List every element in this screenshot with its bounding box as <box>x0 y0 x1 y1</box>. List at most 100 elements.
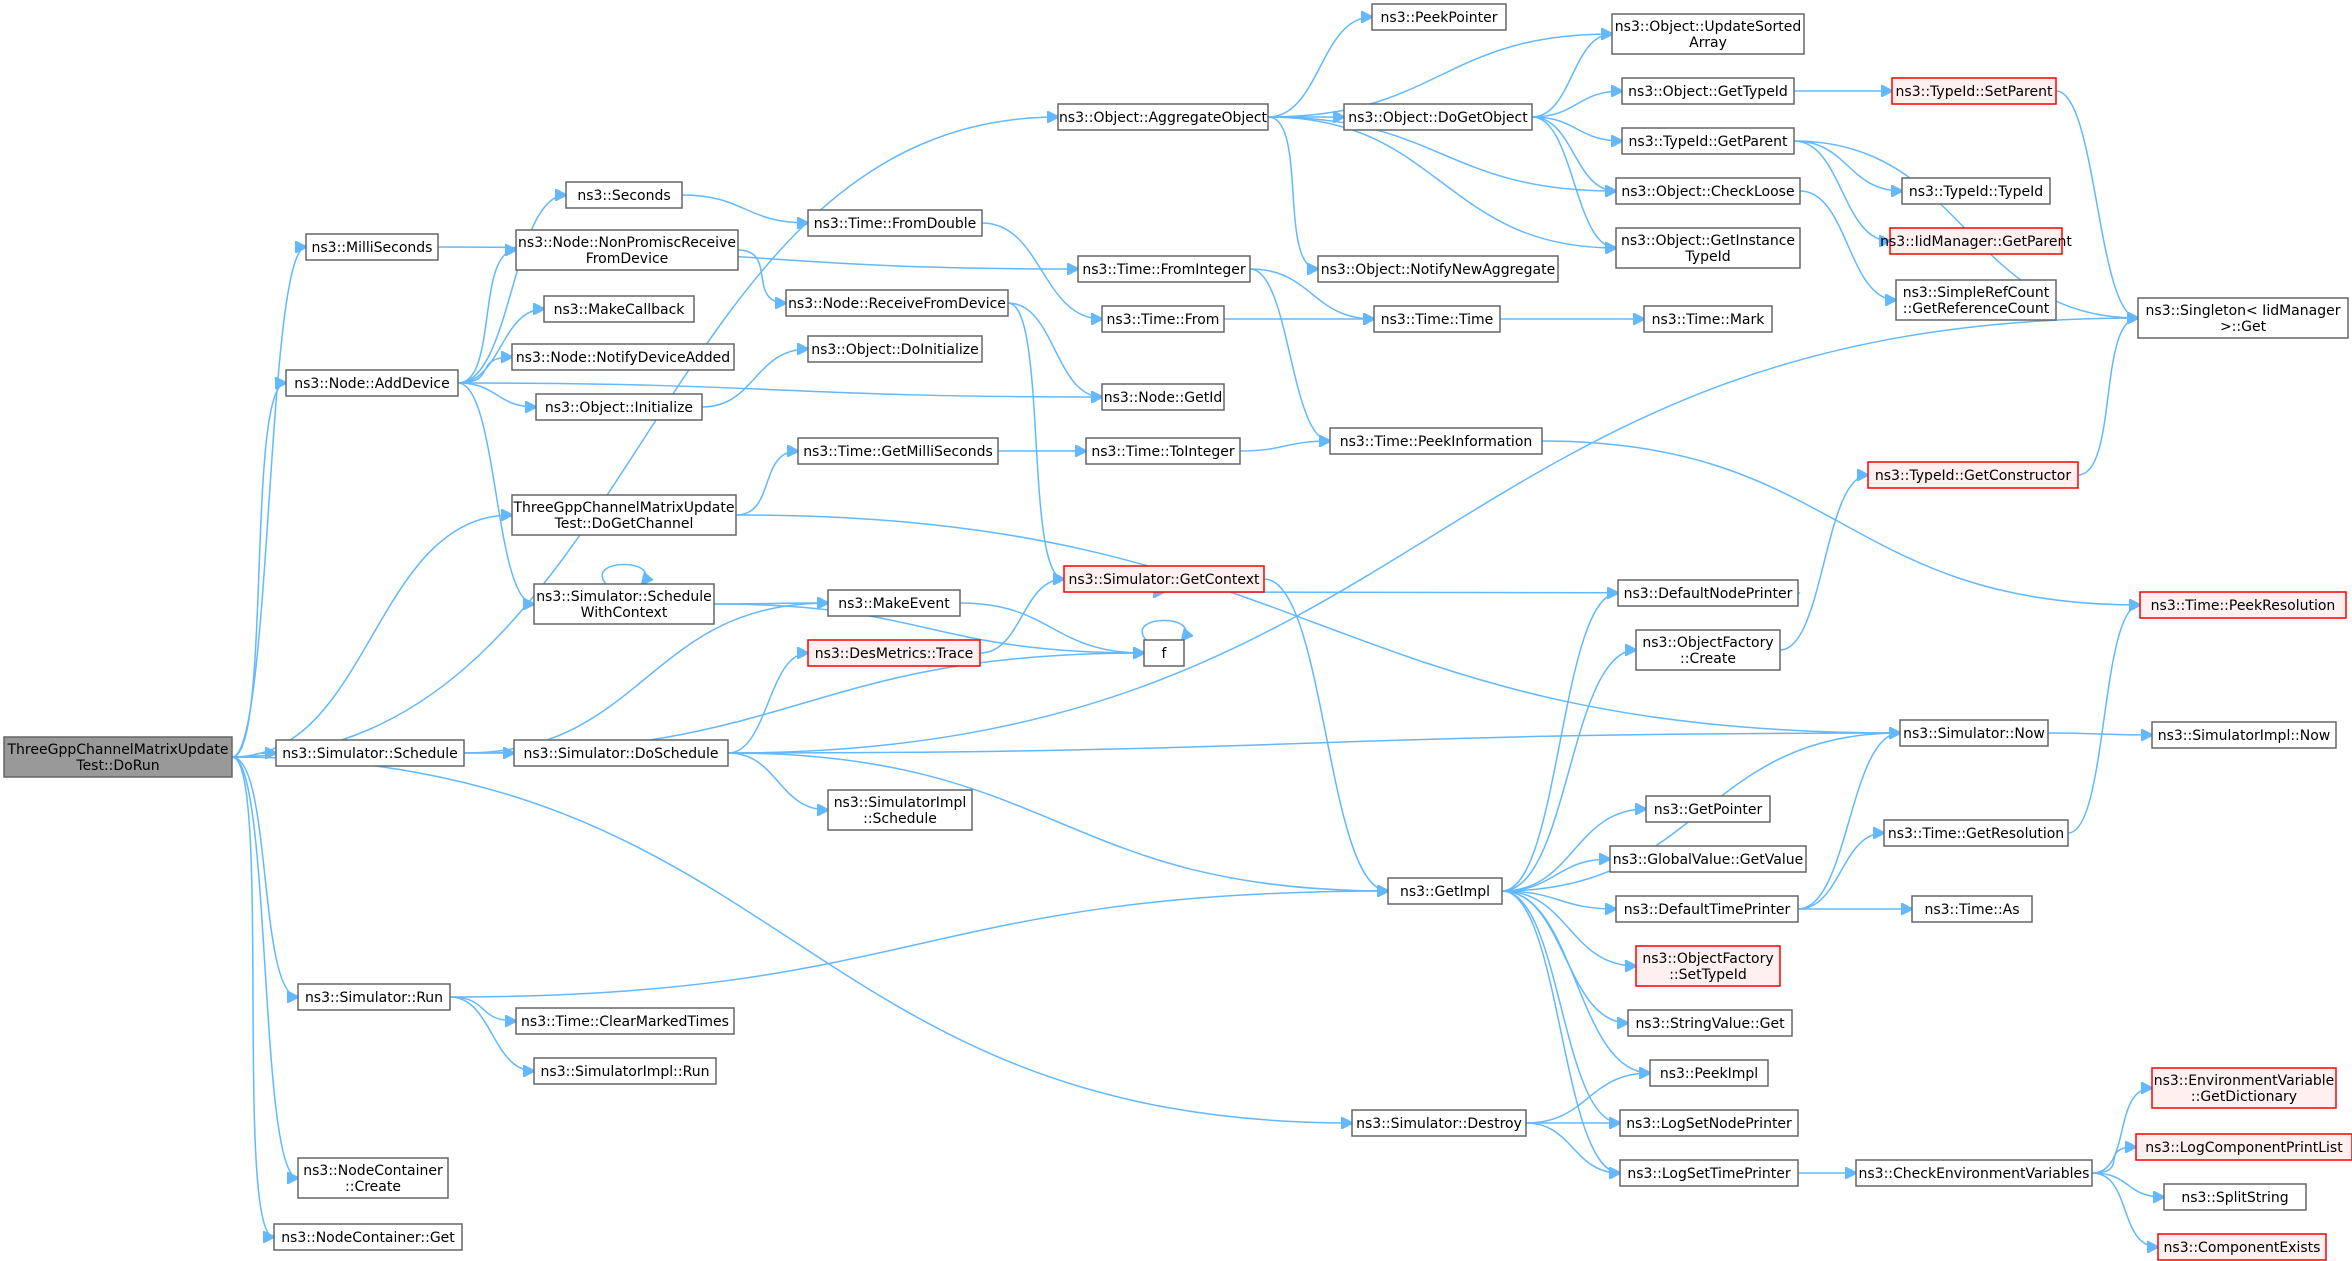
node-box <box>1371 3 1507 31</box>
node-label: ns3::DefaultNodePrinter <box>1624 586 1793 602</box>
node-simpleRef[interactable]: ns3::SimpleRefCount::GetReferenceCount <box>1895 279 2057 321</box>
node-peekInfo[interactable]: ns3::Time::PeekInformation <box>1329 427 1543 455</box>
node-label: f <box>1162 646 1168 662</box>
node-box <box>797 437 999 465</box>
node-notifyNewAgg[interactable]: ns3::Object::NotifyNewAggregate <box>1317 255 1559 283</box>
node-simImplSched[interactable]: ns3::SimulatorImpl::Schedule <box>827 789 973 831</box>
node-box <box>1627 1009 1793 1037</box>
node-fromInteger[interactable]: ns3::Time::FromInteger <box>1077 255 1251 283</box>
node-box <box>785 289 1009 317</box>
node-compExists[interactable]: ns3::ComponentExists <box>2157 1233 2327 1261</box>
node-typeIdGetCtor[interactable]: ns3::TypeId::GetConstructor <box>1867 461 2079 489</box>
node-timeGetRes[interactable]: ns3::Time::GetResolution <box>1883 819 2069 847</box>
edge-destroy-to-peekImpl <box>1525 1073 1650 1124</box>
node-checkEnv[interactable]: ns3::CheckEnvironmentVariables <box>1855 1159 2093 1187</box>
node-timeMark[interactable]: ns3::Time::Mark <box>1643 305 1773 333</box>
node-ncGet[interactable]: ns3::NodeContainer::Get <box>273 1223 463 1251</box>
node-peekRes[interactable]: ns3::Time::PeekResolution <box>2139 591 2347 619</box>
edge-aggregate-to-updateSorted <box>1267 34 1612 118</box>
node-timeFrom[interactable]: ns3::Time::From <box>1101 305 1225 333</box>
node-makeCallback[interactable]: ns3::MakeCallback <box>543 295 695 323</box>
edge-peekInfo-to-peekRes <box>1541 440 2140 605</box>
edge-simRun-to-clearMarked <box>449 996 516 1021</box>
node-label: ns3::Object::Initialize <box>545 400 693 416</box>
node-box <box>807 335 983 363</box>
node-label: ns3::Singleton< IidManager <box>2146 303 2341 319</box>
node-destroy[interactable]: ns3::Simulator::Destroy <box>1351 1109 1527 1137</box>
node-gvGetValue[interactable]: ns3::GlobalValue::GetValue <box>1609 845 1807 873</box>
node-peekPointer[interactable]: ns3::PeekPointer <box>1371 3 1507 31</box>
edge-addDevice-to-seconds <box>457 195 566 384</box>
node-getMilli[interactable]: ns3::Time::GetMilliSeconds <box>797 437 999 465</box>
edge-root-to-destroy <box>231 756 1352 1123</box>
node-getImpl[interactable]: ns3::GetImpl <box>1387 877 1503 905</box>
node-logCompPrint[interactable]: ns3::LogComponentPrintList <box>2135 1133 2352 1161</box>
node-box <box>285 369 459 397</box>
node-timeAs[interactable]: ns3::Time::As <box>1911 895 2033 923</box>
node-splitString[interactable]: ns3::SplitString <box>2163 1183 2307 1211</box>
node-addDevice[interactable]: ns3::Node::AddDevice <box>285 369 459 397</box>
node-defTimePrinter[interactable]: ns3::DefaultTimePrinter <box>1615 895 1799 923</box>
edge-destroy-to-logSetTime <box>1525 1122 1620 1173</box>
node-doSchedule[interactable]: ns3::Simulator::DoSchedule <box>513 739 729 767</box>
node-typeIdTypeId[interactable]: ns3::TypeId::TypeId <box>1901 177 2051 205</box>
node-toInteger[interactable]: ns3::Time::ToInteger <box>1085 437 1241 465</box>
node-checkLoose[interactable]: ns3::Object::CheckLoose <box>1615 177 1801 205</box>
node-doGetObject[interactable]: ns3::Object::DoGetObject <box>1343 103 1533 131</box>
node-doGetChannel[interactable]: ThreeGppChannelMatrixUpdateTest::DoGetCh… <box>511 494 737 536</box>
node-logSetNode[interactable]: ns3::LogSetNodePrinter <box>1619 1109 1799 1137</box>
node-doInit[interactable]: ns3::Object::DoInitialize <box>807 335 983 363</box>
node-typeIdGetParent[interactable]: ns3::TypeId::GetParent <box>1621 127 1795 155</box>
node-logSetTime[interactable]: ns3::LogSetTimePrinter <box>1619 1159 1799 1187</box>
edge-doGetObject-to-getInstanceTid <box>1531 116 1616 248</box>
node-receiveFrom[interactable]: ns3::Node::ReceiveFromDevice <box>785 289 1009 317</box>
node-simRun[interactable]: ns3::Simulator::Run <box>297 983 451 1011</box>
node-label: ns3::Time::Mark <box>1652 312 1766 328</box>
node-envGetDict[interactable]: ns3::EnvironmentVariable::GetDictionary <box>2151 1067 2337 1109</box>
node-notifyDevice[interactable]: ns3::Node::NotifyDeviceAdded <box>511 343 735 371</box>
node-box <box>2151 1067 2337 1109</box>
node-nodeGetId[interactable]: ns3::Node::GetId <box>1101 383 1225 411</box>
node-strValGet[interactable]: ns3::StringValue::Get <box>1627 1009 1793 1037</box>
node-f[interactable]: f <box>1143 639 1185 667</box>
node-defNodePrinter[interactable]: ns3::DefaultNodePrinter <box>1617 579 1799 607</box>
node-box <box>827 589 961 617</box>
node-fromDouble[interactable]: ns3::Time::FromDouble <box>807 209 983 237</box>
node-simImplNow[interactable]: ns3::SimulatorImpl::Now <box>2151 721 2337 749</box>
node-simNow[interactable]: ns3::Simulator::Now <box>1899 719 2049 747</box>
node-desTrace[interactable]: ns3::DesMetrics::Trace <box>807 639 981 667</box>
node-objFactCreate[interactable]: ns3::ObjectFactory::Create <box>1635 629 1781 671</box>
node-box <box>1883 819 2069 847</box>
node-objFactSetTid[interactable]: ns3::ObjectFactory::SetTypeId <box>1635 945 1781 987</box>
node-peekImpl[interactable]: ns3::PeekImpl <box>1649 1059 1769 1087</box>
node-label: FromDevice <box>586 251 669 267</box>
edge-defTimePrinter-to-timeGetRes <box>1797 833 1884 910</box>
node-seconds[interactable]: ns3::Seconds <box>565 181 683 209</box>
node-singletonGet[interactable]: ns3::Singleton< IidManager >::Get <box>2137 297 2349 339</box>
node-getContext[interactable]: ns3::Simulator::GetContext <box>1063 565 1265 593</box>
node-clearMarked[interactable]: ns3::Time::ClearMarkedTimes <box>515 1007 735 1035</box>
node-iidGetParent[interactable]: ns3::IidManager::GetParent <box>1880 227 2072 255</box>
node-simImplRun[interactable]: ns3::SimulatorImpl::Run <box>533 1057 717 1085</box>
nodes-layer: ThreeGppChannelMatrixUpdateTest::DoRunns… <box>3 3 2352 1261</box>
node-label: WithContext <box>581 605 668 621</box>
edge-addDevice-to-objInit <box>457 382 536 407</box>
node-simSchedule[interactable]: ns3::Simulator::Schedule <box>275 739 465 767</box>
node-timeTime[interactable]: ns3::Time::Time <box>1373 305 1501 333</box>
node-objGetTypeId[interactable]: ns3::Object::GetTypeId <box>1621 77 1795 105</box>
node-getPointer[interactable]: ns3::GetPointer <box>1645 795 1771 823</box>
node-label: ns3::GlobalValue::GetValue <box>1613 852 1803 868</box>
node-label: ns3::ComponentExists <box>2164 1240 2321 1256</box>
node-makeEvent[interactable]: ns3::MakeEvent <box>827 589 961 617</box>
node-ncCreate[interactable]: ns3::NodeContainer::Create <box>297 1157 449 1199</box>
node-aggregate[interactable]: ns3::Object::AggregateObject <box>1057 103 1269 131</box>
node-typeIdSetParent[interactable]: ns3::TypeId::SetParent <box>1891 77 2057 105</box>
node-objInit[interactable]: ns3::Object::Initialize <box>535 393 703 421</box>
node-label: ns3::NodeContainer <box>303 1163 443 1179</box>
node-ms[interactable]: ns3::MilliSeconds <box>305 233 439 261</box>
